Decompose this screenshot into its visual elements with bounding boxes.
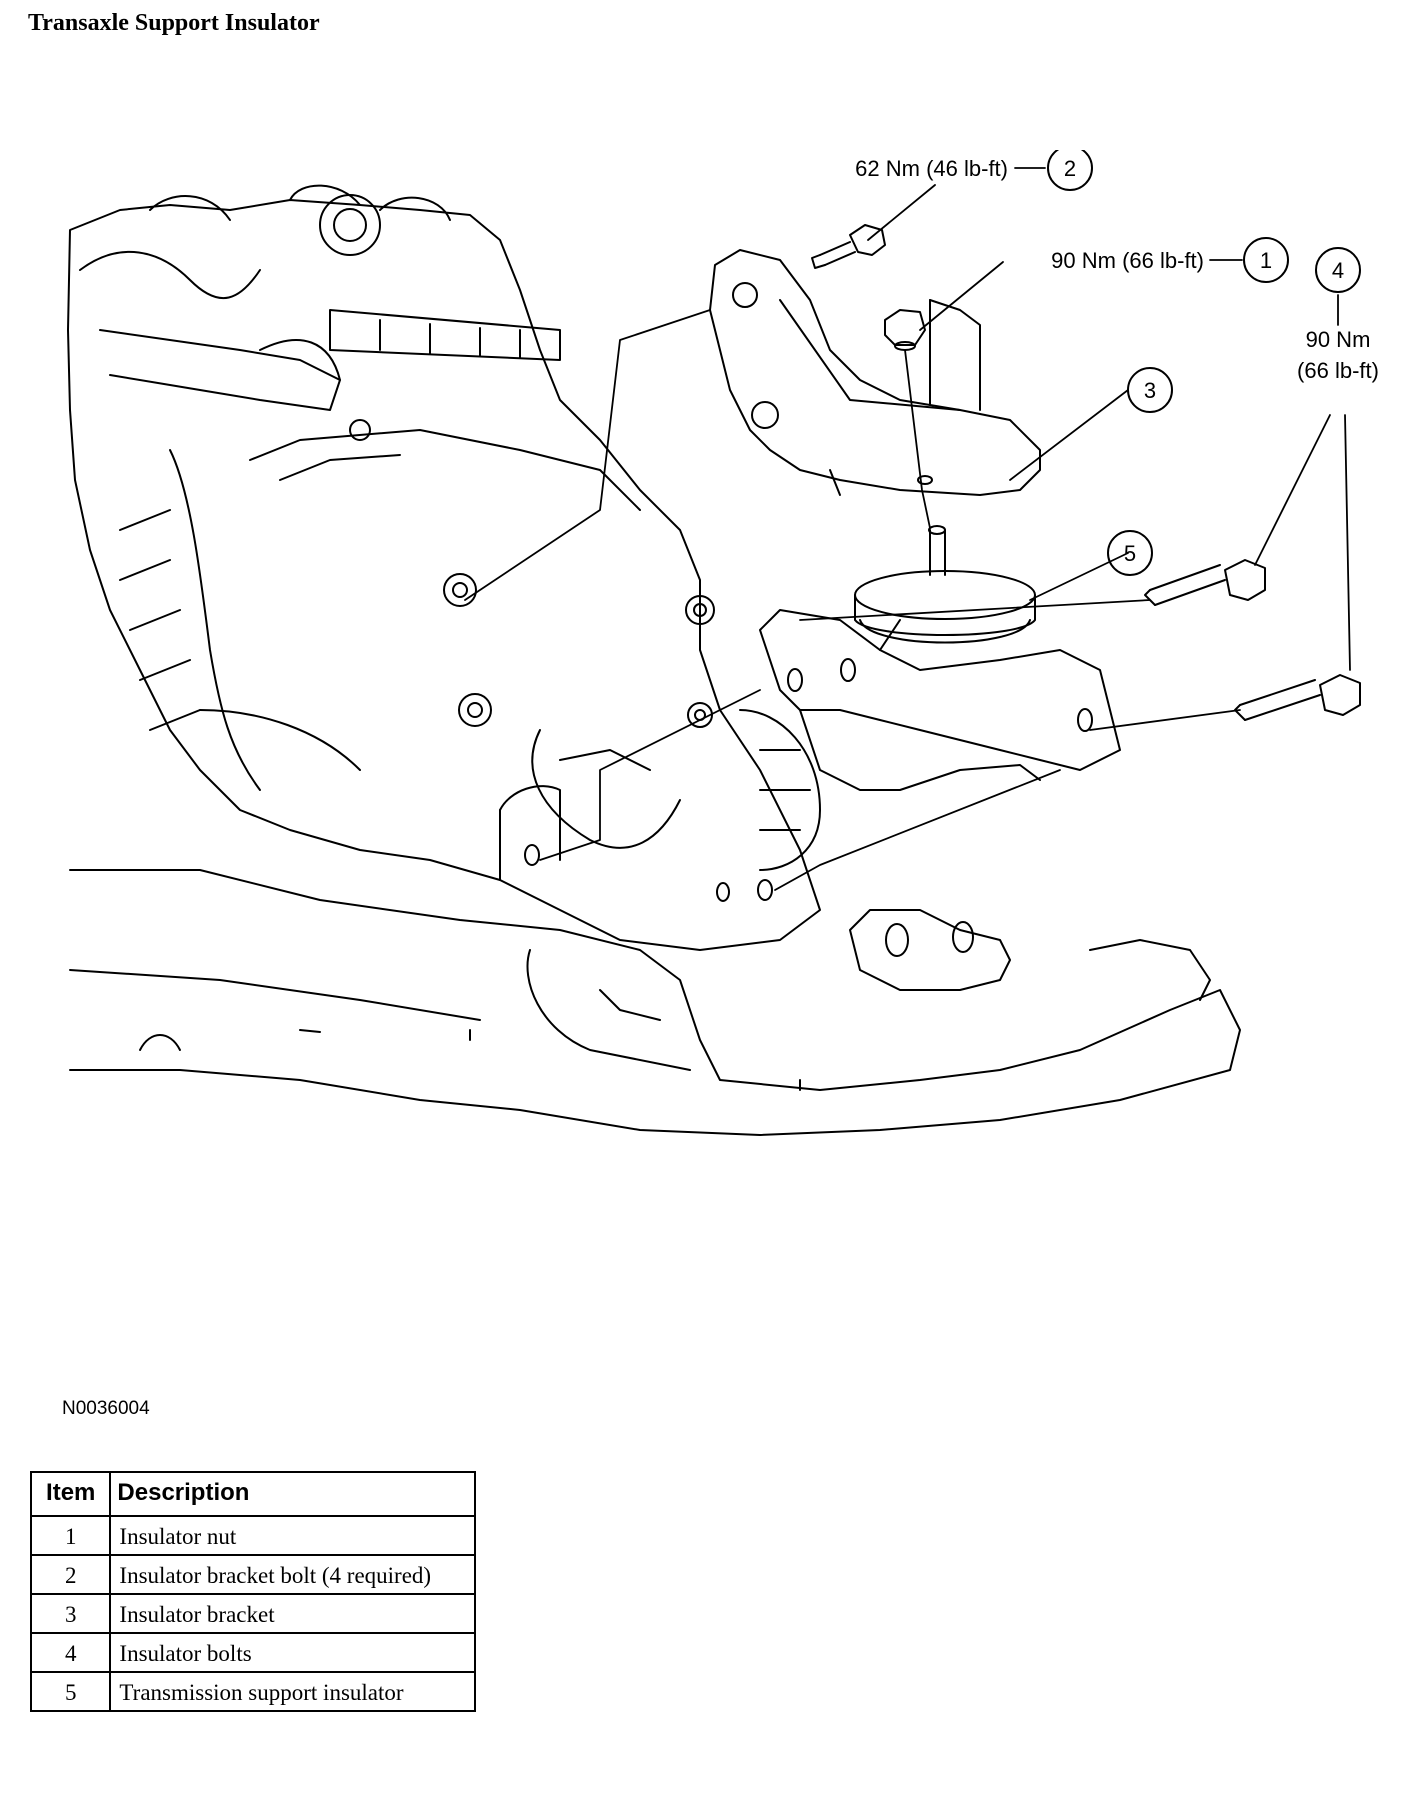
item-description: Insulator bracket xyxy=(109,1593,476,1634)
table-row: 3 Insulator bracket xyxy=(29,1593,476,1634)
column-header-item: Item xyxy=(29,1471,112,1517)
table-row: 4 Insulator bolts xyxy=(29,1632,476,1673)
callout-1-circle xyxy=(1243,237,1289,283)
table-row: 1 Insulator nut xyxy=(29,1515,476,1556)
callout-5-circle xyxy=(1107,530,1153,576)
insulator-bolts-drawing xyxy=(1144,559,1361,721)
insulator-bracket-drawing xyxy=(709,249,1041,496)
callout-leaders xyxy=(867,167,1351,671)
callout-3-number: 3 xyxy=(1144,378,1156,403)
leader-lines xyxy=(464,309,1241,891)
bracket-bolt-drawing xyxy=(811,224,886,269)
subframe-drawing xyxy=(69,869,1241,1136)
item-number: 2 xyxy=(29,1554,112,1595)
callout-3-circle xyxy=(1127,367,1173,413)
item-description: Insulator nut xyxy=(109,1515,476,1556)
item-number: 4 xyxy=(29,1632,112,1673)
callout-1-torque: 90 Nm (66 lb-ft) xyxy=(1051,248,1204,273)
figure-id: N0036004 xyxy=(62,1398,150,1419)
callout-4-torque-line2: (66 lb-ft) xyxy=(1297,358,1379,383)
callout-4-circle xyxy=(1315,247,1361,293)
insulator-nut-drawing xyxy=(884,309,926,351)
item-description: Transmission support insulator xyxy=(109,1671,476,1712)
callout-2-torque: 62 Nm (46 lb-ft) xyxy=(855,156,1008,181)
item-description: Insulator bracket bolt (4 required) xyxy=(109,1554,476,1595)
exploded-view-illustration: 2 1 3 5 4 62 Nm (46 lb-ft) 90 Nm (66 lb-… xyxy=(67,150,1379,1136)
callout-4-torque-line1: 90 Nm xyxy=(1306,327,1371,352)
table-header-row: Item Description xyxy=(29,1471,476,1517)
callout-2-circle xyxy=(1047,150,1093,191)
lower-bracket-drawing xyxy=(499,609,1121,902)
item-description: Insulator bolts xyxy=(109,1632,476,1673)
parts-legend-table: Item Description 1 Insulator nut 2 Insul… xyxy=(29,1471,476,1712)
page-title: Transaxle Support Insulator xyxy=(28,10,320,36)
table-row: 2 Insulator bracket bolt (4 required) xyxy=(29,1554,476,1595)
callout-4-number: 4 xyxy=(1332,258,1344,283)
item-number: 1 xyxy=(29,1515,112,1556)
callout-5-number: 5 xyxy=(1124,541,1136,566)
column-header-description: Description xyxy=(109,1471,476,1517)
callout-circles xyxy=(1047,150,1361,576)
table-row: 5 Transmission support insulator xyxy=(29,1671,476,1712)
item-number: 3 xyxy=(29,1593,112,1634)
engine-assembly-drawing xyxy=(67,184,821,951)
callout-2-number: 2 xyxy=(1064,156,1076,181)
item-number: 5 xyxy=(29,1671,112,1712)
support-insulator-drawing xyxy=(854,525,1036,644)
callout-1-number: 1 xyxy=(1260,248,1272,273)
